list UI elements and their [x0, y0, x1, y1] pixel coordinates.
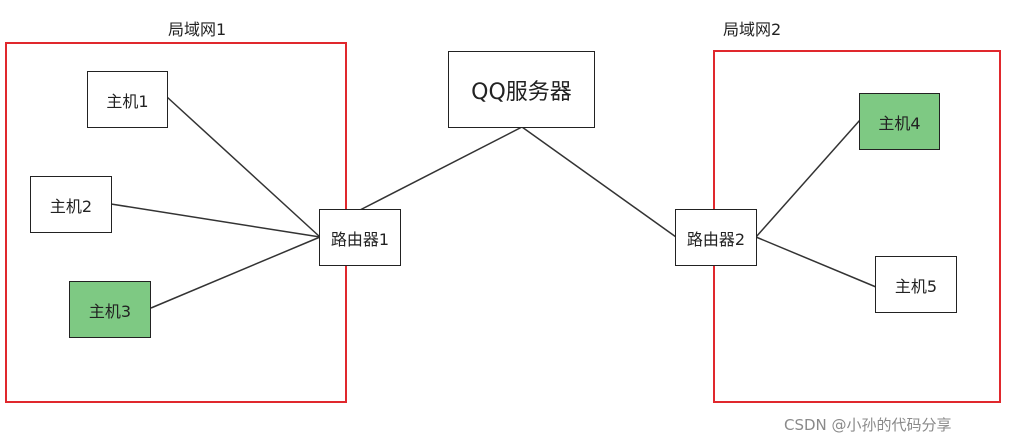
- lan2-label: 局域网2: [723, 20, 782, 39]
- link-router1-server: [359, 126, 523, 211]
- host1-label: 主机1: [106, 91, 149, 111]
- host3-node[interactable]: 主机3: [69, 281, 151, 338]
- router2-node[interactable]: 路由器2: [675, 209, 757, 266]
- watermark: CSDN @小孙的代码分享: [784, 416, 952, 434]
- host4-node[interactable]: 主机4: [859, 93, 940, 150]
- router2-label: 路由器2: [686, 229, 746, 249]
- router1-label: 路由器1: [330, 229, 390, 249]
- host5-node[interactable]: 主机5: [875, 256, 957, 313]
- qq-server-label: QQ服务器: [471, 79, 572, 105]
- host3-label: 主机3: [88, 301, 132, 321]
- host5-label: 主机5: [894, 276, 938, 296]
- router1-node[interactable]: 路由器1: [319, 209, 401, 266]
- host1-node[interactable]: 主机1: [87, 71, 168, 128]
- link-host3-router1: [150, 236, 321, 309]
- qq-server-node[interactable]: QQ服务器: [448, 51, 595, 128]
- host4-label: 主机4: [878, 113, 921, 133]
- link-router2-host5: [755, 236, 877, 288]
- host2-label: 主机2: [49, 196, 93, 216]
- lan1-label: 局域网1: [168, 20, 227, 39]
- link-host1-router1: [166, 96, 321, 238]
- link-server-router2: [521, 126, 677, 238]
- link-router2-host4: [755, 119, 861, 238]
- link-host2-router1: [110, 203, 321, 238]
- host2-node[interactable]: 主机2: [30, 176, 112, 233]
